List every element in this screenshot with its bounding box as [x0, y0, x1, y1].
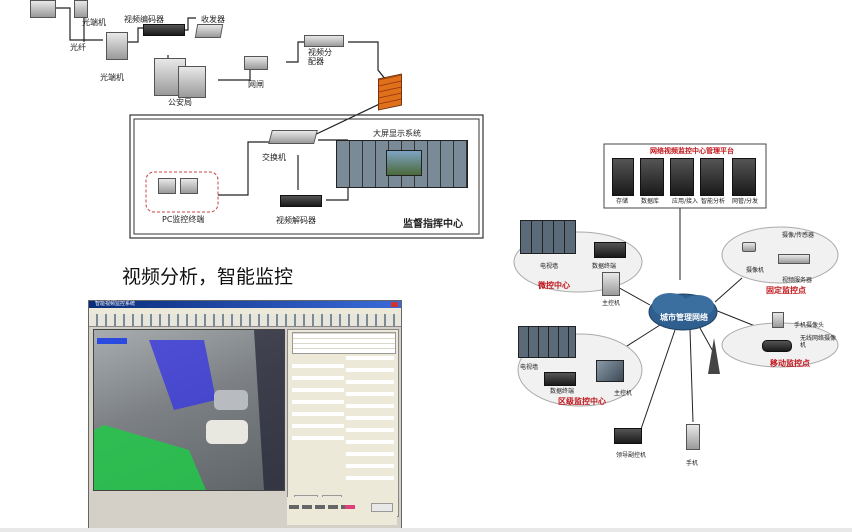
window-title: 智能视频监控系统: [95, 301, 136, 307]
mobile-phone-icon: [686, 424, 700, 450]
fiber-label: 光纤: [70, 43, 86, 52]
police-bureau-server-2: [178, 66, 206, 98]
city-network-diagram: 网络视频监控中心管理平台 存储 数据库 应用/接入 智能分析 网管/分发 电视墙…: [510, 130, 840, 470]
bottom-bar[interactable]: [287, 497, 397, 525]
video-encoder-device: [143, 24, 185, 36]
smart-analysis-label: 智能分析: [701, 198, 726, 205]
tv-wall-label-1: 电视墙: [540, 263, 559, 270]
host-2-monitor: [596, 360, 624, 382]
server-application: [670, 158, 694, 196]
tv-wall-1: [520, 220, 576, 254]
gateway-device: [244, 56, 268, 70]
pc-terminal-1: [158, 178, 176, 194]
phone-camera-icon: [772, 312, 784, 328]
server-analysis: [700, 158, 724, 196]
top-network-diagram: 光端机 光纤 光端机 视频编码器 收发器 公安局 网闸 视频分 配器 大屏显示系…: [18, 0, 508, 240]
analysis-app-window: 智能视频监控系统: [88, 300, 402, 530]
storage-label: 存储: [616, 198, 629, 205]
window-toolbar[interactable]: [89, 314, 401, 327]
laptop-label: 领导副控机: [616, 452, 647, 459]
bottom-button[interactable]: [371, 503, 393, 512]
regional-center-label: 区级监控中心: [558, 397, 606, 406]
platform-label: 网络视频监控中心管理平台: [650, 147, 734, 155]
video-distributor-device: [304, 35, 344, 47]
phone-camera-label: 手机摄像头: [794, 322, 825, 329]
caption: 视频分析，智能监控: [122, 266, 294, 288]
police-bureau-label: 公安局: [168, 98, 192, 107]
video-decoder-device: [280, 195, 322, 207]
command-center-label: 监督指挥中心: [403, 219, 463, 230]
camera-sensor-label: 摄像/传感器: [782, 232, 815, 239]
data-terminal-label-1: 数据终端: [592, 263, 617, 270]
fixed-point-label: 固定监控点: [766, 286, 806, 295]
gateway-forward-label: 网管/分发: [732, 198, 759, 205]
optical-terminal-label-2: 光端机: [100, 73, 124, 82]
window-titlebar: [89, 301, 401, 308]
video-encoder-label: 视频编码器: [124, 15, 164, 24]
video-distributor-label: 视频分 配器: [308, 48, 332, 66]
optical-terminal-device-2: [106, 32, 128, 60]
host-label-2: 主控机: [614, 390, 633, 397]
video-decoder-label: 视频解码器: [276, 216, 316, 225]
settings-fields-left[interactable]: [292, 356, 344, 446]
big-screen-label: 大屏显示系统: [373, 129, 421, 138]
settings-fields-right[interactable]: [346, 356, 394, 486]
video-server-device: [778, 254, 810, 264]
optical-terminal-device-1b: [74, 0, 88, 18]
transceiver-device: [194, 24, 224, 38]
pc-terminal-2: [180, 178, 198, 194]
application-label: 应用/接入: [672, 198, 699, 205]
switch-device: [268, 130, 318, 144]
city-network-label: 城市管理网络: [660, 313, 708, 322]
video-view[interactable]: [93, 329, 285, 491]
database-label: 数据库: [641, 198, 660, 205]
data-terminal-2: [544, 372, 576, 386]
bottom-divider: [0, 528, 852, 532]
bottom-red-indicator: [345, 505, 355, 509]
laptop-icon: [614, 428, 642, 444]
camera-icon: [742, 242, 756, 252]
wireless-camera-label: 无线网络摄像机: [800, 335, 837, 349]
optical-terminal-label-1: 光端机: [82, 18, 106, 27]
transceiver-label: 收发器: [201, 15, 225, 24]
firewall-icon: [378, 73, 402, 111]
data-terminal-label-2: 数据终端: [550, 388, 575, 395]
optical-terminal-device-1: [30, 0, 56, 18]
video-server-label: 视频服务器: [782, 277, 813, 284]
antenna-tower-icon: [708, 338, 720, 374]
host-1: [602, 272, 620, 296]
big-screen-center-display: [386, 150, 422, 176]
tv-wall-2: [518, 326, 576, 358]
switch-label: 交换机: [262, 153, 286, 162]
camera-label: 摄像机: [746, 267, 765, 274]
micro-center-label: 微控中心: [538, 281, 570, 290]
connection-lines: [56, 7, 484, 239]
wireless-camera-icon: [762, 340, 792, 352]
mobile-label: 手机: [686, 460, 699, 467]
server-database: [640, 158, 664, 196]
mobile-point-label: 移动监控点: [770, 359, 810, 368]
data-terminal-1: [594, 242, 626, 258]
settings-panel[interactable]: [287, 329, 399, 517]
window-close-button[interactable]: [391, 302, 398, 307]
bottom-indicators: [289, 505, 355, 509]
pc-terminal-label: PC监控终端: [162, 215, 205, 224]
gateway-label: 网闸: [248, 80, 264, 89]
settings-list[interactable]: [292, 332, 396, 354]
server-storage: [612, 158, 634, 196]
analysis-zones: [94, 330, 284, 490]
tv-wall-label-2: 电视墙: [520, 364, 539, 371]
server-gateway: [732, 158, 756, 196]
host-label-1: 主控机: [602, 300, 621, 307]
